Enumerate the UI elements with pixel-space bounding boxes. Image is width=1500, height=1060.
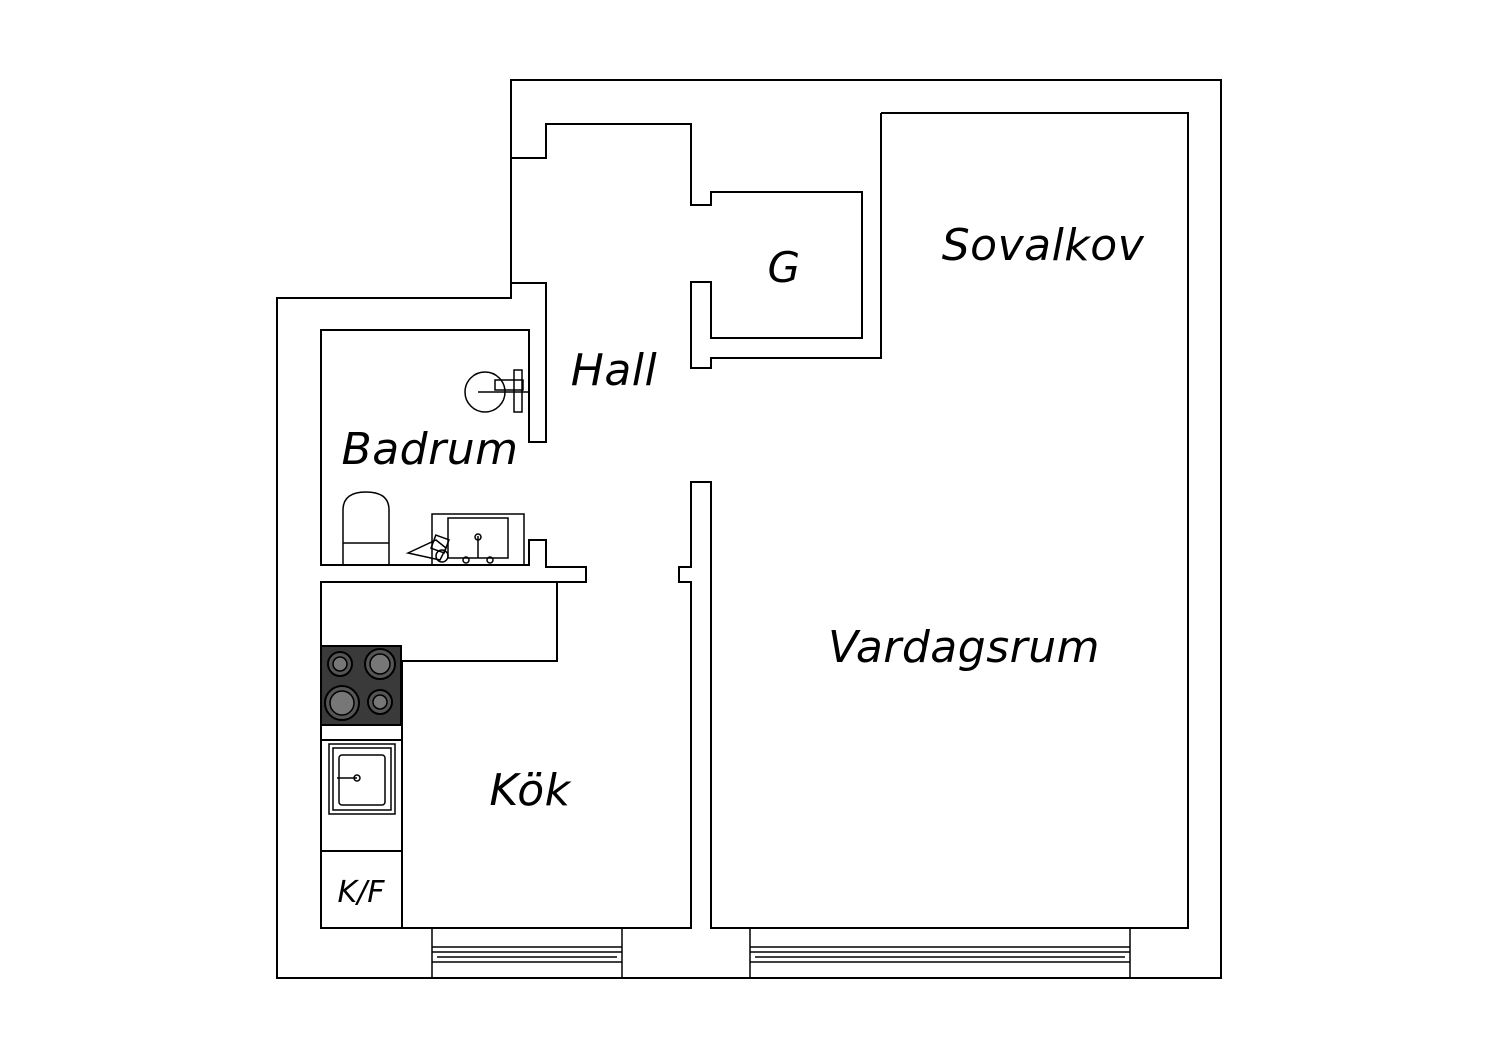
room-label-vardagsrum: Vardagsrum <box>828 622 1100 673</box>
kitchen-sink-icon <box>328 743 396 815</box>
toilet-icon <box>342 491 390 566</box>
room-label-sovalkov: Sovalkov <box>942 220 1145 271</box>
towel-icon <box>405 534 450 563</box>
window-living <box>749 927 1131 979</box>
room-label-badrum: Badrum <box>342 424 519 475</box>
fridge-freezer-label: K/F <box>337 875 385 910</box>
stove-icon <box>320 645 402 726</box>
window-kitchen <box>431 927 623 979</box>
shower-icon <box>464 369 528 413</box>
room-label-g: G <box>767 243 800 292</box>
outer-walls <box>276 79 1222 979</box>
room-label-hall: Hall <box>571 345 658 396</box>
room-label-kok: Kök <box>489 765 571 816</box>
washbasin-icon <box>431 513 525 566</box>
inner-walls <box>320 112 1189 929</box>
